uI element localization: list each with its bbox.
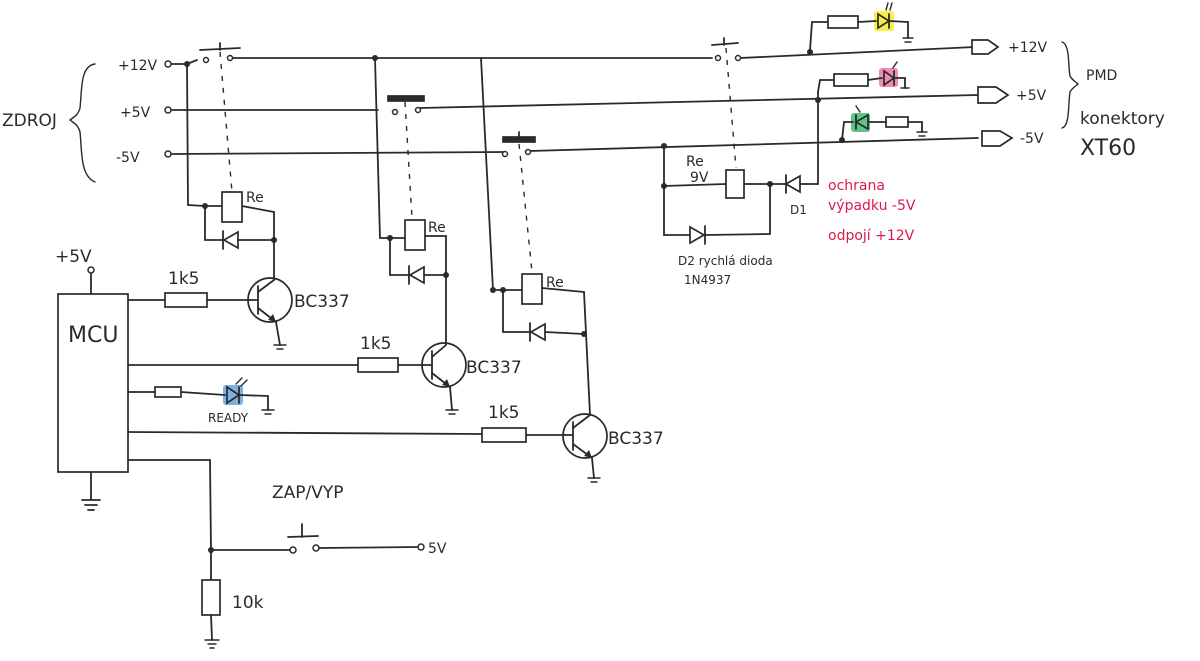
relay-contact-2 (387, 95, 425, 116)
relay-coil-3 (521, 273, 543, 305)
relay-link-2 (404, 101, 413, 219)
mcu-block (57, 293, 129, 473)
switch-supply-label: 5V (428, 541, 447, 557)
protection-note-line3: odpojí +12V (828, 228, 915, 244)
output-neg5v-label: -5V (1020, 131, 1044, 147)
r3-label: 1k5 (488, 403, 519, 423)
relay-driver-2 (372, 55, 449, 346)
relay-2-label: Re (428, 220, 446, 236)
input-12v-label: +12V (118, 58, 158, 74)
resistor-r3 (481, 427, 527, 443)
led-12v-branch (807, 2, 914, 55)
switch-zap-vyp (287, 523, 320, 554)
input-5v-terminal (164, 106, 172, 114)
q1-label: BC337 (294, 292, 350, 312)
resistor-led-ready (154, 386, 182, 398)
output-connector-12v (971, 39, 1000, 55)
transistor-q2 (421, 342, 467, 415)
relay-coil-12v (725, 169, 745, 199)
input-neg5v-terminal (164, 150, 172, 158)
relay-1-label: Re (246, 190, 264, 206)
mcu-supply-label: +5V (55, 247, 92, 267)
r2-label: 1k5 (360, 334, 391, 354)
relay-contact-12v (711, 37, 742, 62)
output-connector-neg5v (981, 130, 1014, 147)
relay-coil-1 (221, 191, 243, 223)
resistor-10k (201, 579, 221, 616)
relay-driver-3 (480, 57, 591, 416)
led-5v-branch (817, 61, 910, 93)
relay-driver-1 (184, 61, 277, 281)
input-neg5v-label: -5V (116, 150, 140, 166)
pulldown-label: 10k (232, 593, 264, 613)
relay-3-label: Re (546, 275, 564, 291)
input-12v-terminal (164, 60, 172, 68)
connectors-label-3: XT60 (1080, 136, 1136, 161)
output-12v-label: +12V (1008, 40, 1048, 56)
source-label: ZDROJ (2, 111, 57, 131)
output-connector-5v (977, 86, 1010, 104)
connectors-label-2: konektory (1080, 109, 1165, 129)
led-ready-highlight (223, 385, 243, 405)
relay-12v-label: Re (686, 154, 704, 170)
led-neg5v-branch (839, 105, 928, 143)
relay-link-1 (219, 51, 233, 193)
relay-link-3 (518, 143, 533, 273)
connectors-brace (1061, 41, 1079, 129)
d2-label: D2 rychlá dioda (678, 254, 773, 268)
resistor-led-5v (833, 73, 869, 87)
resistor-led-neg5v (885, 116, 909, 128)
resistor-led-12v (827, 15, 859, 29)
r1-label: 1k5 (168, 269, 199, 289)
transistor-q1 (247, 277, 293, 350)
q2-label: BC337 (466, 358, 522, 378)
protection-circuit (661, 91, 821, 245)
input-5v-label: +5V (120, 105, 151, 121)
input-rails (171, 46, 979, 155)
ready-label: READY (208, 411, 249, 425)
protection-note-line1: ochrana (828, 178, 885, 194)
q3-label: BC337 (608, 429, 664, 449)
connectors-label-1: PMD (1086, 68, 1117, 84)
d1-label: D1 (790, 203, 807, 217)
mcu-supply-terminal (87, 266, 95, 274)
switch-supply-terminal (417, 543, 425, 551)
resistor-r1 (164, 292, 208, 308)
transistor-q3 (562, 413, 608, 483)
led-ready (226, 377, 248, 405)
relay-contact-3 (501, 131, 536, 158)
source-brace (69, 63, 96, 183)
mcu-ground (81, 471, 101, 511)
relay-contact-1 (199, 42, 241, 64)
d2-part-label: 1N4937 (684, 273, 731, 287)
relay-12v-voltage: 9V (690, 170, 709, 186)
relay-coil-2 (404, 219, 426, 251)
resistor-r2 (357, 357, 399, 373)
mcu-label: MCU (68, 323, 118, 348)
protection-note-line2: výpadku -5V (828, 198, 916, 214)
relay-link-12v (725, 47, 737, 169)
switch-label: ZAP/VYP (272, 483, 344, 503)
output-5v-label: +5V (1016, 88, 1047, 104)
